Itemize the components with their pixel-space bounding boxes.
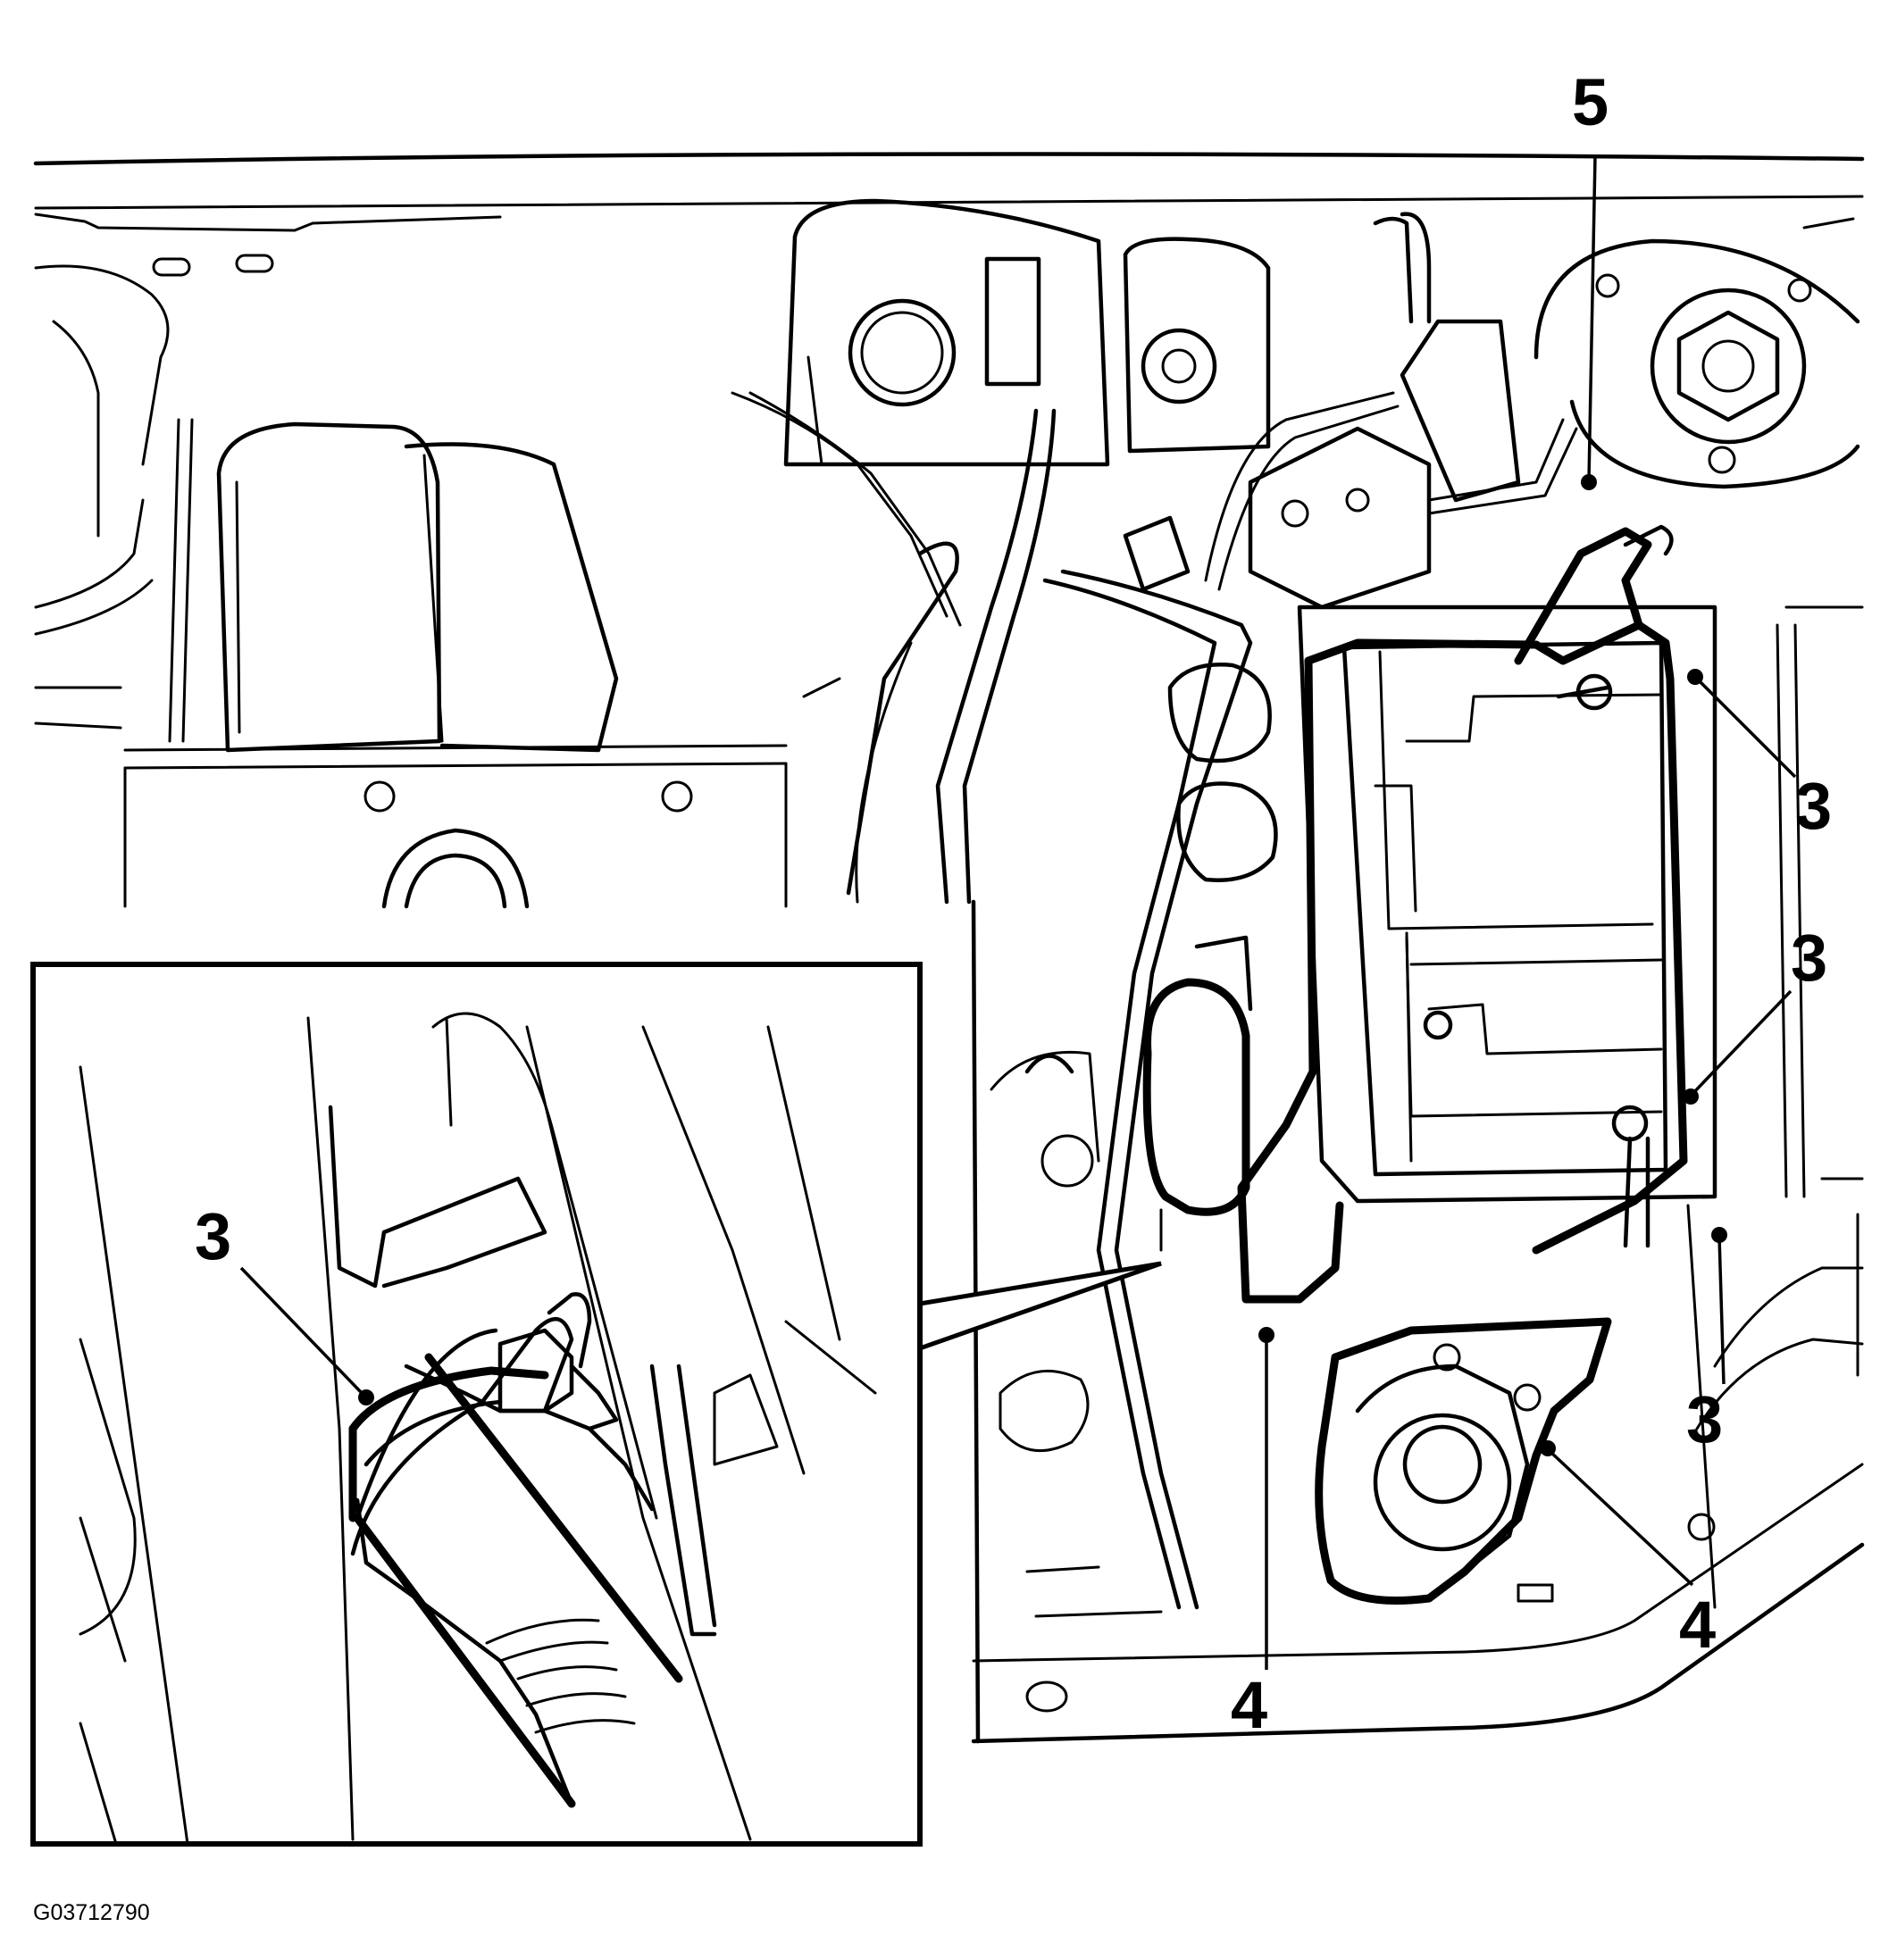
inset-callout-3: 3 — [195, 1199, 231, 1273]
detail-inset: 3 — [30, 962, 1162, 1847]
callout-3-middle: 3 — [1791, 921, 1827, 995]
callout-5: 5 — [1572, 65, 1609, 139]
figure-id: G03712790 — [33, 1900, 150, 1925]
air-cleaner-housing — [123, 421, 788, 909]
callout-3-lower: 3 — [1686, 1382, 1723, 1456]
coolant-reservoir — [1123, 237, 1271, 454]
callouts: 5 3 3 3 4 4 — [1231, 65, 1832, 1742]
brake-fluid-reservoir — [783, 198, 1110, 467]
strut-tower — [1533, 217, 1860, 489]
battery-tray-bracket — [1237, 524, 1688, 1304]
battery — [1297, 605, 1717, 1204]
engine-bay-artwork — [33, 152, 1865, 1744]
callout-4-right: 4 — [1679, 1588, 1716, 1662]
abs-modulator — [1204, 212, 1578, 610]
callout-4-center: 4 — [1231, 1668, 1267, 1742]
engine-mount — [1315, 1317, 1612, 1605]
callout-3-upper: 3 — [1795, 769, 1832, 843]
fuse-box-cover — [1142, 935, 1253, 1252]
inset-artwork — [79, 1012, 877, 1846]
